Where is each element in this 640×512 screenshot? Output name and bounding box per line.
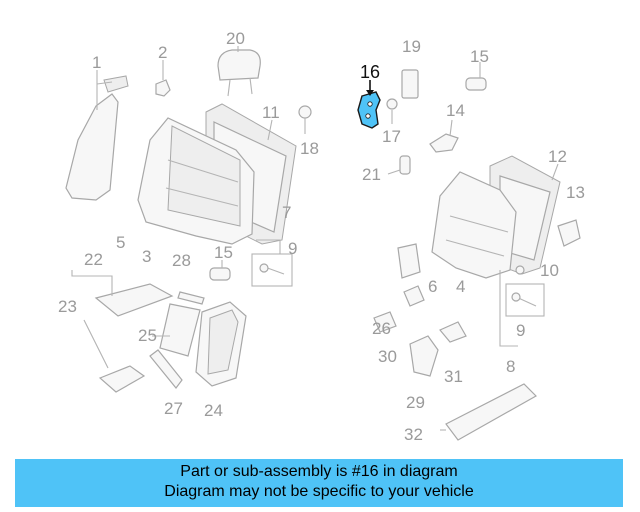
banner-line-1: Part or sub-assembly is #16 in diagram	[180, 463, 458, 480]
part-15-plug-lower	[209, 260, 231, 281]
part-20-headrest	[217, 46, 261, 97]
part-26-clip	[403, 285, 425, 307]
label-10: 10	[540, 261, 559, 280]
part-27-trim	[149, 349, 183, 389]
part-14-hinge	[429, 119, 459, 153]
label-30: 30	[378, 347, 397, 366]
label-15b: 15	[470, 47, 489, 66]
label-22: 22	[84, 250, 103, 269]
label-32: 32	[404, 425, 423, 444]
part-3-seatback	[137, 117, 255, 245]
label-20: 20	[226, 29, 245, 48]
label-14: 14	[446, 101, 465, 120]
part-8-callout	[499, 270, 518, 347]
label-9b: 9	[516, 321, 525, 340]
part-17-bolt	[386, 98, 398, 124]
part-13-side-bracket	[557, 219, 581, 247]
label-8: 8	[506, 357, 515, 376]
part-32-ski-bag	[440, 383, 537, 441]
label-7: 7	[282, 203, 291, 222]
label-31: 31	[444, 367, 463, 386]
info-banner: Part or sub-assembly is #16 in diagram D…	[15, 459, 623, 507]
part-25-panel	[152, 303, 201, 357]
label-16: 16	[360, 62, 380, 82]
part-2-knob	[155, 60, 171, 97]
label-28: 28	[172, 251, 191, 270]
label-23: 23	[58, 297, 77, 316]
label-11: 11	[262, 103, 280, 122]
part-16-bracket-highlighted[interactable]	[357, 80, 381, 129]
label-5: 5	[116, 233, 125, 252]
part-4-seatback-right	[431, 171, 517, 279]
label-13: 13	[566, 183, 585, 202]
label-15a: 15	[214, 243, 233, 262]
part-6-lumbar	[397, 243, 421, 279]
label-2: 2	[158, 43, 167, 62]
label-9a: 9	[288, 239, 297, 258]
label-26: 26	[372, 319, 391, 338]
part-10-bolt	[515, 265, 525, 275]
part-24-rear-panel	[195, 301, 247, 387]
label-18: 18	[300, 139, 319, 158]
label-27: 27	[164, 399, 183, 418]
part-1-side-trim	[65, 70, 129, 201]
label-6: 6	[428, 277, 437, 296]
label-12: 12	[548, 147, 567, 166]
part-23-bracket	[83, 319, 146, 393]
part-21-stud	[387, 155, 411, 175]
banner-line-2: Diagram may not be specific to your vehi…	[164, 483, 474, 500]
part-9-left-bolt-kit	[251, 239, 293, 287]
part-30-clip	[373, 311, 397, 333]
label-1: 1	[92, 53, 101, 72]
label-21: 21	[362, 165, 381, 184]
label-19: 19	[402, 37, 421, 56]
part-19-cover	[401, 69, 419, 99]
label-29: 29	[406, 393, 425, 412]
label-4: 4	[456, 277, 465, 296]
label-17: 17	[382, 127, 401, 146]
part-18-fastener	[298, 105, 312, 134]
label-25: 25	[138, 326, 157, 345]
part-22-cushion-pad	[71, 270, 174, 317]
label-3: 3	[142, 247, 151, 266]
part-labels: 1 2 20 11 18 5 3 7 9 15 22 28 23 25 27 2…	[58, 29, 585, 444]
part-9-right-bolt-kit	[505, 283, 545, 317]
part-28-strip	[177, 291, 205, 305]
label-24: 24	[204, 401, 223, 420]
part-29-bracket	[409, 335, 439, 377]
part-15-plug-upper	[465, 62, 487, 91]
parts-diagram: 1 2 20 11 18 5 3 7 9 15 22 28 23 25 27 2…	[58, 29, 585, 444]
part-31-bracket	[439, 321, 467, 343]
